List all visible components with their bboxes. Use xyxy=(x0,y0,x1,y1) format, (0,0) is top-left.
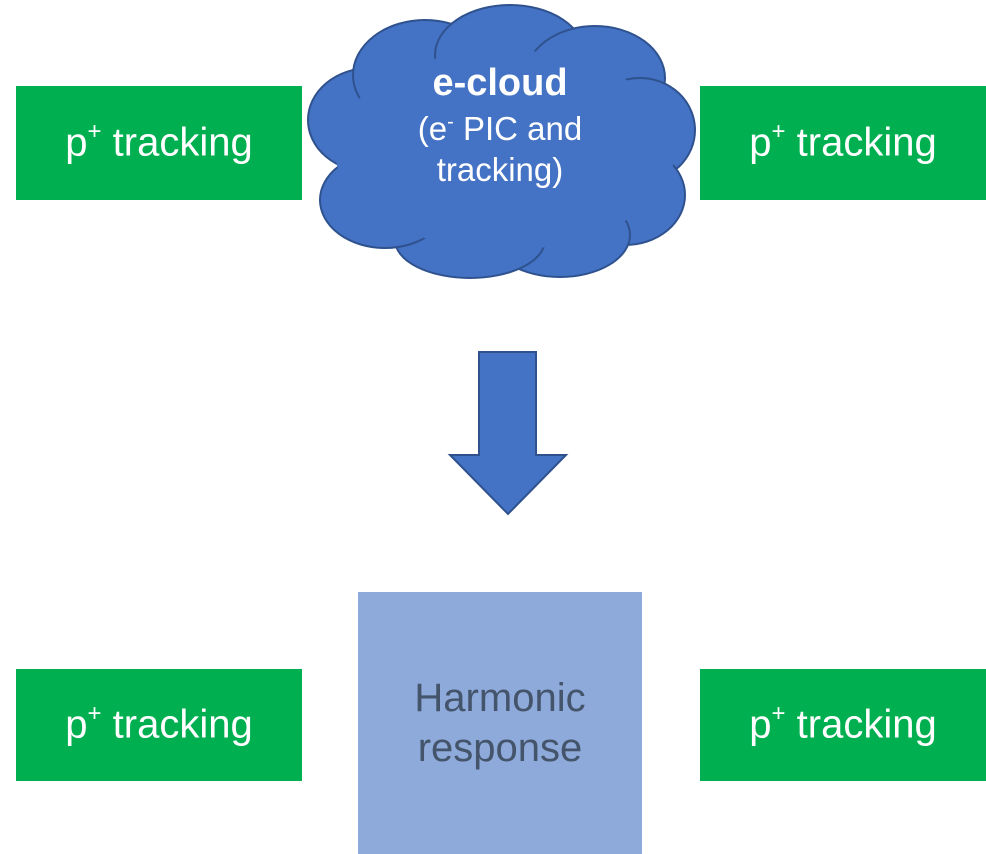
p-tracking-label: p+ tracking xyxy=(65,118,253,165)
p-tracking-label: p+ tracking xyxy=(749,118,937,165)
e-cloud-label: e-cloud (e- PIC and tracking) xyxy=(330,60,670,190)
harmonic-response-box: Harmonic response xyxy=(358,592,642,854)
p-tracking-box-bottom-left: p+ tracking xyxy=(16,669,302,781)
p-tracking-label: p+ tracking xyxy=(65,700,253,747)
e-cloud-description: (e- PIC and tracking) xyxy=(417,109,583,188)
p-tracking-box-top-left: p+ tracking xyxy=(16,86,302,200)
p-tracking-box-bottom-right: p+ tracking xyxy=(700,669,986,781)
p-tracking-label: p+ tracking xyxy=(749,700,937,747)
harmonic-line-1: Harmonic xyxy=(414,676,586,720)
down-arrow-icon xyxy=(447,351,569,516)
harmonic-line-2: response xyxy=(417,726,583,770)
e-cloud-title: e-cloud xyxy=(432,62,568,104)
p-tracking-box-top-right: p+ tracking xyxy=(700,86,986,200)
e-cloud-fill xyxy=(335,50,675,250)
